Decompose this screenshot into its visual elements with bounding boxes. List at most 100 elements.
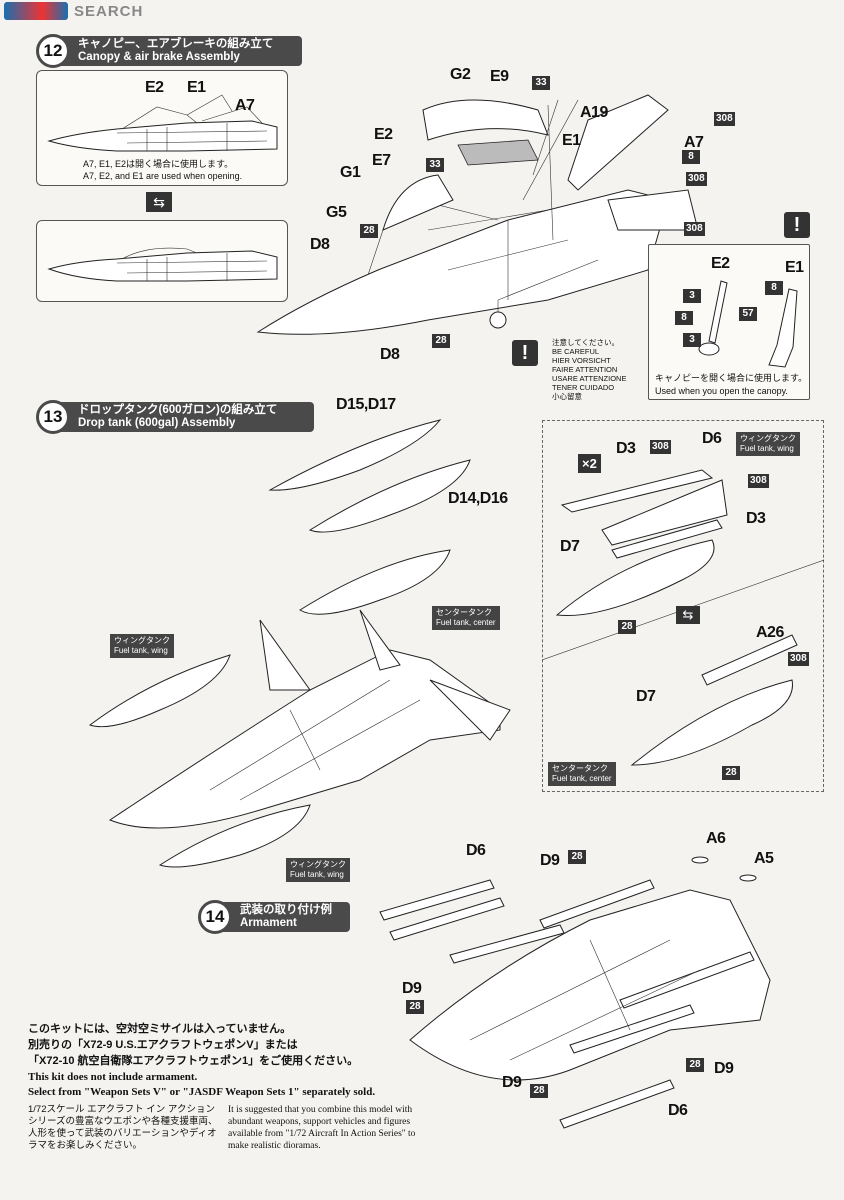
step-12-number: 12 — [36, 34, 70, 68]
right-label-d3-top: D3 — [616, 440, 636, 457]
inset-label-e1: E1 — [187, 79, 206, 96]
num-33-mid: 33 — [426, 158, 444, 172]
right-label-d7-top: D7 — [560, 538, 580, 555]
swap-arrow-right-icon: ⇆ — [676, 606, 700, 624]
note-jp-line1: このキットには、空対空ミサイルは入っていません。 — [28, 1023, 292, 1035]
inset-label-a7: A7 — [235, 97, 255, 114]
jet-nose-closed-drawing — [47, 247, 278, 282]
detail-num-57: 57 — [739, 307, 757, 321]
arm-label-d9-right: D9 — [714, 1060, 734, 1077]
strut-detail-drawing — [698, 280, 798, 368]
note-en-line1: This kit does not include armament. — [28, 1071, 198, 1083]
right-num-308-b: 308 — [748, 474, 769, 488]
inset-label-e2: E2 — [145, 79, 164, 96]
num-8: 8 — [682, 150, 700, 164]
arm-num-28-right: 28 — [686, 1058, 704, 1072]
arm-num-28-top: 28 — [568, 850, 586, 864]
arm-label-d9-top: D9 — [540, 852, 560, 869]
inset-note-en: A7, E2, and E1 are used when opening. — [83, 171, 243, 181]
caution-line-zh: 小心留意 — [552, 392, 582, 401]
note-jp-line3: 「X72-10 航空自衛隊エアクラフトウェポン1」をご使用ください。 — [28, 1055, 359, 1067]
step-14-number: 14 — [198, 900, 232, 934]
label-a7-main: A7 — [684, 134, 704, 151]
label-d14-d16: D14,D16 — [448, 490, 508, 507]
step-14-title-en: Armament — [240, 917, 297, 929]
num-308-b: 308 — [686, 172, 707, 186]
right-label-d7-bottom: D7 — [636, 688, 656, 705]
label-a19: A19 — [580, 104, 608, 121]
right-num-28-bottom: 28 — [722, 766, 740, 780]
watermark-text: SEARCH — [74, 2, 144, 20]
step-12-title-en: Canopy & air brake Assembly — [78, 51, 240, 63]
note-jp-line2: 別売りの「X72-9 U.S.エアクラフトウェポンV」または — [28, 1039, 298, 1051]
detail-box: E2 E1 3 8 8 57 3 キャノピーを開く場合に使用します。 Used … — [648, 244, 810, 400]
caution-icon-main: ! — [512, 340, 538, 366]
caution-line-es: TENER CUIDADO — [552, 383, 615, 392]
detail-label-e1: E1 — [785, 259, 804, 276]
detail-num-3-bottom: 3 — [683, 333, 701, 347]
arm-num-28-left: 28 — [406, 1000, 424, 1014]
arm-label-d9-left: D9 — [402, 980, 422, 997]
right-num-308-a: 308 — [650, 440, 671, 454]
label-e2-main: E2 — [374, 126, 393, 143]
arm-label-a6: A6 — [706, 830, 726, 847]
label-g1: G1 — [340, 164, 361, 181]
step-12-banner: 12 キャノピー、エアブレーキの組み立て Canopy & air brake … — [36, 34, 302, 68]
caution-lines: 注意してください。 BE CAREFUL HIER VORSICHT FAIRE… — [552, 338, 626, 401]
step-13-title-en: Drop tank (600gal) Assembly — [78, 417, 236, 429]
note-en-line2: Select from "Weapon Sets V" or "JASDF We… — [28, 1086, 376, 1098]
inset-note-jp: A7, E1, E2は開く場合に使用します。 — [83, 159, 234, 169]
step-12-title-jp: キャノピー、エアブレーキの組み立て — [78, 38, 274, 50]
arm-label-d9-bottom: D9 — [502, 1074, 522, 1091]
watermark-logo-icon — [4, 2, 68, 20]
step-14-title-jp: 武装の取り付け例 — [240, 904, 332, 916]
arm-label-d6-top: D6 — [466, 842, 486, 859]
detail-label-e2: E2 — [711, 255, 730, 272]
detail-num-8-left: 8 — [675, 311, 693, 325]
step-13-main-drawing — [88, 419, 511, 868]
num-308-a: 308 — [714, 112, 735, 126]
detail-note-en: Used when you open the canopy. — [655, 386, 788, 396]
arm-label-d6-bottom: D6 — [668, 1102, 688, 1119]
step-12-main-drawing — [256, 94, 699, 335]
inset-closed — [36, 220, 288, 302]
num-33-top: 33 — [532, 76, 550, 90]
label-g2: G2 — [450, 66, 471, 83]
arm-num-28-bottom: 28 — [530, 1084, 548, 1098]
right-label-d6: D6 — [702, 430, 722, 447]
detail-num-8-right: 8 — [765, 281, 783, 295]
tank-detail-panel — [542, 420, 824, 792]
site-watermark: SEARCH — [4, 2, 143, 20]
caution-line-jp: 注意してください。 — [552, 338, 620, 347]
arm-label-a5: A5 — [754, 850, 774, 867]
num-28-top: 28 — [360, 224, 378, 238]
caution-line-de: HIER VORSICHT — [552, 356, 611, 365]
label-e1-main: E1 — [562, 132, 581, 149]
label-g5: G5 — [326, 204, 347, 221]
label-d15-d17: D15,D17 — [336, 396, 396, 413]
tank-detail-drawing — [542, 469, 824, 766]
detail-num-3-top: 3 — [683, 289, 701, 303]
inset-opened: E2 E1 A7 A7, E1, E2は開く場合に使用します。 A7, E2, … — [36, 70, 288, 186]
num-28-bottom: 28 — [432, 334, 450, 348]
jet-nose-opened-drawing — [47, 94, 278, 152]
step-13-title-jp: ドロップタンク(600ガロン)の組み立て — [78, 404, 278, 416]
times-two-badge: ×2 — [578, 454, 601, 473]
swap-arrow-icon: ⇆ — [146, 192, 172, 212]
note-en-paragraph: It is suggested that you combine this mo… — [228, 1105, 416, 1151]
right-label-d3-mid: D3 — [746, 510, 766, 527]
step-14-banner: 14 武装の取り付け例 Armament — [198, 900, 350, 934]
note-jp-paragraph: 1/72スケール エアクラフト イン アクション シリーズの豊富なウエポンや各種… — [28, 1104, 218, 1151]
step-13-number: 13 — [36, 400, 70, 434]
label-d8-bottom: D8 — [380, 346, 400, 363]
caution-line-it: USARE ATTENZIONE — [552, 374, 627, 383]
label-e9: E9 — [490, 68, 509, 85]
right-num-28-top: 28 — [618, 620, 636, 634]
right-num-308-c: 308 — [788, 652, 809, 666]
step-13-banner: 13 ドロップタンク(600ガロン)の組み立て Drop tank (600ga… — [36, 400, 314, 434]
